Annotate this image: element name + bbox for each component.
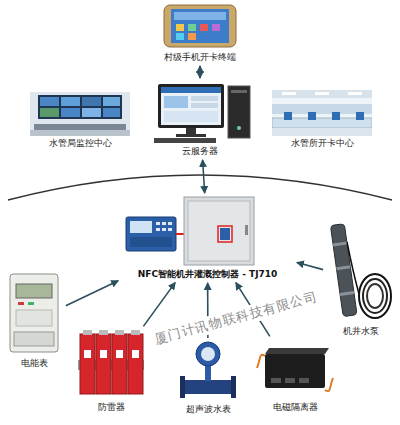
well-pump: 机井水泵 [325,222,397,338]
device-label: 超声波水表 [186,403,231,416]
card-center: 水管所开卡中心 [272,90,372,150]
data-arrow [199,66,201,78]
energy-meter: 电能表 [4,272,64,370]
controller-icon [120,195,295,267]
surge-protector-icon [76,328,146,400]
phone-terminal-icon [150,2,250,50]
data-arrow [203,160,205,193]
cloud-server: 云服务器 [140,80,260,158]
monitor-center: 水管局监控中心 [30,92,130,150]
isolator-icon [255,338,335,400]
phone-terminal: 村级手机开卡终端 [150,2,250,64]
water-meter-icon [178,340,238,402]
monitor-center-icon [30,92,130,136]
device-label: 防雷器 [98,401,125,414]
card-center-icon [272,90,372,136]
cloud-server-icon [140,80,260,144]
device-label: 电能表 [21,357,48,370]
bus-arc [8,175,392,200]
water-meter: 超声波水表 [178,340,238,416]
device-label: 村级手机开卡终端 [164,51,236,64]
device-label: 水管局监控中心 [49,137,112,150]
energy-meter-icon [4,272,64,356]
data-arrow [66,281,118,306]
device-label: 水管所开卡中心 [291,137,354,150]
data-arrow [143,283,175,327]
isolator: 电磁隔离器 [255,338,335,414]
controller: NFC智能机井灌溉控制器 - TJ710 [120,195,295,281]
surge-protector: 防雷器 [76,328,146,414]
device-label: 机井水泵 [343,325,379,338]
data-arrow [297,262,323,269]
well-pump-icon [325,222,397,324]
device-label: 电磁隔离器 [273,401,318,414]
device-label: 云服务器 [182,145,218,158]
watermark: 厦门计讯物联科技有限公司 [151,287,322,349]
device-label: NFC智能机井灌溉控制器 - TJ710 [138,268,278,281]
